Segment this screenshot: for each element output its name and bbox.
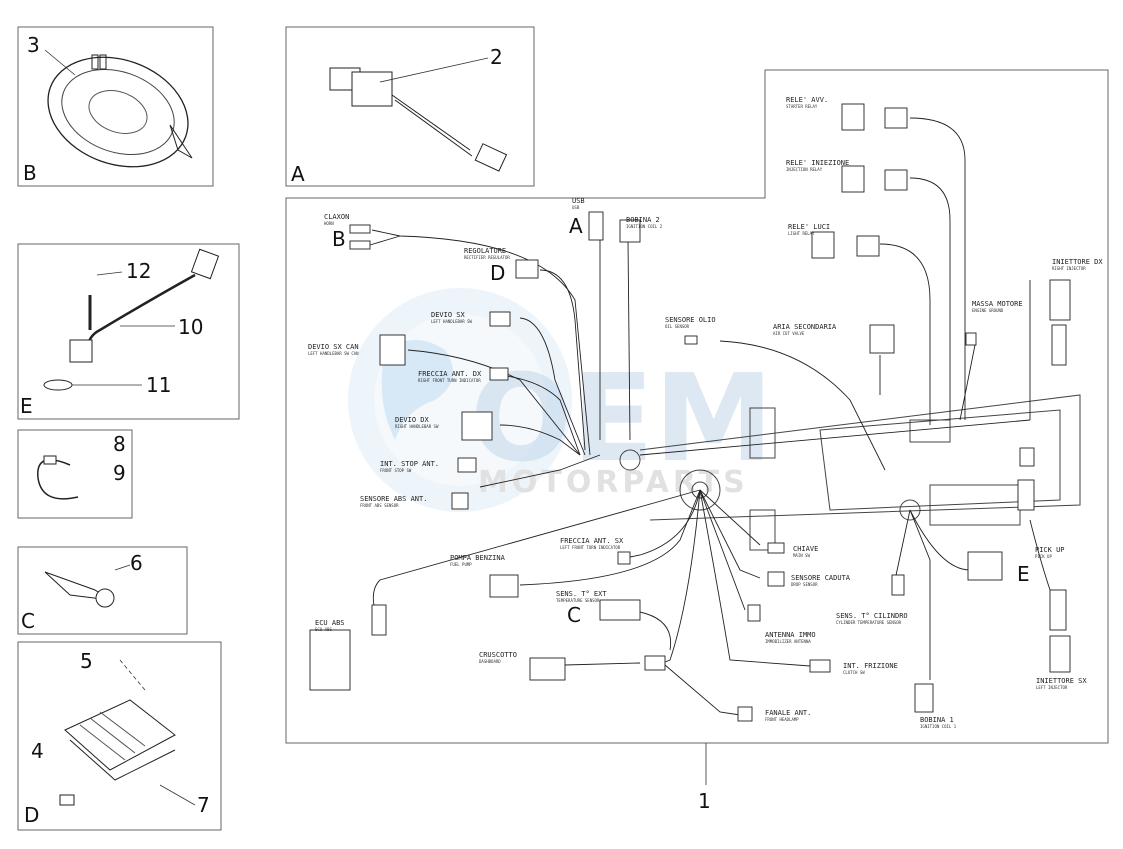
panel-letter-a: A: [291, 162, 305, 186]
label-pompa-benzina: POMPA BENZINA: [450, 554, 506, 562]
sublabel-sensore-caduta: DROP SENSOR: [791, 582, 818, 587]
sublabel-ecu-abs: ECU ABS: [315, 627, 332, 632]
label-pick-up: PICK UP: [1035, 546, 1065, 554]
label-claxon: CLAXON: [324, 213, 349, 221]
label-bobina-2: BOBINA 2: [626, 216, 660, 224]
label-chiave: CHIAVE: [793, 545, 818, 553]
part-number-2: 2: [490, 45, 503, 69]
label-sens-ext: SENS. T° EXT: [556, 590, 607, 598]
label-sensore-abs: SENSORE ABS ANT.: [360, 495, 427, 503]
label-rele-luci: RELE' LUCI: [788, 223, 830, 231]
sublabel-rele-luci: LIGHT RELAY: [788, 231, 815, 236]
label-cruscotto: CRUSCOTTO: [479, 651, 517, 659]
label-iniettore-dx: INIETTORE DX: [1052, 258, 1103, 266]
sublabel-freccia-ant-sx: LEFT FRONT TURN INDICATOR: [560, 545, 621, 550]
connectors: [309, 103, 1071, 722]
sublabel-massa-motore: ENGINE GROUND: [972, 308, 1004, 313]
label-freccia-ant-dx: FRECCIA ANT. DX: [418, 370, 482, 378]
sublabel-sensore-olio: OIL SENSOR: [665, 324, 690, 329]
part-number-7: 7: [197, 793, 210, 817]
label-sens-cilindro: SENS. T° CILINDRO: [836, 612, 908, 620]
sublabel-usb: USB: [572, 205, 580, 210]
watermark-text: MOTORPARTS: [478, 465, 749, 500]
harness-labels: RELE' AVV. STARTER RELAY RELE' INIEZIONE…: [308, 96, 1103, 729]
label-regolatore: REGOLATORE: [464, 247, 506, 255]
label-devio-dx: DEVIO DX: [395, 416, 430, 424]
harness-letter-e: E: [1017, 562, 1030, 586]
harness-letter-b: B: [332, 227, 346, 251]
panel-letter-c: C: [21, 609, 35, 633]
sublabel-int-frizione: CLUTCH SW: [843, 670, 865, 675]
panel-a-usb: 2 A: [285, 26, 535, 187]
label-int-stop: INT. STOP ANT.: [380, 460, 439, 468]
label-antenna-immo: ANTENNA IMMO: [765, 631, 816, 639]
part-number-9: 9: [113, 461, 126, 485]
label-devio-sx: DEVIO SX: [431, 311, 466, 319]
part-number-4: 4: [31, 739, 44, 763]
sublabel-bobina-1: IGNITION COIL 1: [920, 724, 957, 729]
label-devio-sx-can: DEVIO SX CAN: [308, 343, 359, 351]
sublabel-sensore-abs: FRONT ABS SENSOR: [360, 503, 399, 508]
part-number-12: 12: [126, 259, 151, 283]
sublabel-antenna-immo: IMMOBILIZER ANTENNA: [765, 639, 811, 644]
main-harness-frame: 1: [285, 69, 1109, 813]
sublabel-sens-ext: TEMPERATURE SENSOR: [556, 598, 600, 603]
label-rele-avv: RELE' AVV.: [786, 96, 828, 104]
panel-e-pickup: 12 10 11 E: [17, 243, 240, 420]
panel-letter-e: E: [20, 394, 33, 418]
sublabel-rele-iniezione: INJECTION RELAY: [786, 167, 823, 172]
sublabel-fanale-ant: FRONT HEADLAMP: [765, 717, 799, 722]
sublabel-claxon: HORN: [324, 221, 334, 226]
label-freccia-ant-sx: FRECCIA ANT. SX: [560, 537, 624, 545]
harness-letter-d: D: [490, 261, 505, 285]
sublabel-devio-dx: RIGHT HANDLEBAR SW: [395, 424, 439, 429]
label-usb: USB: [572, 197, 585, 205]
sublabel-regolatore: RECTIFIER REGULATOR: [464, 255, 510, 260]
part-number-5: 5: [80, 649, 93, 673]
label-aria-secondaria: ARIA SECONDARIA: [773, 323, 837, 331]
part-number-1: 1: [698, 789, 711, 813]
label-fanale-ant: FANALE ANT.: [765, 709, 811, 717]
panel-letter-d: D: [24, 803, 39, 827]
label-ecu-abs: ECU ABS: [315, 619, 345, 627]
label-bobina-1: BOBINA 1: [920, 716, 954, 724]
label-massa-motore: MASSA MOTORE: [972, 300, 1023, 308]
sublabel-int-stop: FRONT STOP SW: [380, 468, 412, 473]
label-sensore-caduta: SENSORE CADUTA: [791, 574, 851, 582]
harness-letters: B A D E C: [332, 214, 1030, 627]
label-sensore-olio: SENSORE OLIO: [665, 316, 716, 324]
sublabel-cruscotto: DASHBOARD: [479, 659, 501, 664]
harness-letter-c: C: [567, 603, 581, 627]
panel-letter-b: B: [23, 161, 37, 185]
harness-letter-a: A: [569, 214, 583, 238]
sublabel-rele-avv: STARTER RELAY: [786, 104, 818, 109]
sublabel-freccia-ant-dx: RIGHT FRONT TURN INDICATOR: [418, 378, 481, 383]
sublabel-devio-sx-can: LEFT HANDLEBAR SW CAN: [308, 351, 359, 356]
label-iniettore-sx: INIETTORE SX: [1036, 677, 1087, 685]
part-number-10: 10: [178, 315, 203, 339]
label-int-frizione: INT. FRIZIONE: [843, 662, 898, 670]
part-number-6: 6: [130, 551, 143, 575]
sublabel-sens-cilindro: CYLINDER TEMPERATURE SENSOR: [836, 620, 902, 625]
sublabel-iniettore-sx: LEFT INJECTOR: [1036, 685, 1068, 690]
part-number-8: 8: [113, 432, 126, 456]
panel-b-horn: 3 B: [17, 26, 214, 187]
label-rele-iniezione: RELE' INIEZIONE: [786, 159, 849, 167]
panel-d-regulator: 5 4 7 D: [17, 641, 222, 831]
chassis: [619, 394, 1081, 551]
sublabel-chiave: MAIN SW: [793, 553, 810, 558]
sublabel-aria-secondaria: AIR CUT VALVE: [773, 331, 805, 336]
part-number-11: 11: [146, 373, 171, 397]
sublabel-bobina-2: IGNITION COIL 2: [626, 224, 663, 229]
sublabel-pompa-benzina: FUEL PUMP: [450, 562, 472, 567]
panel-c-sensor: 6 C: [17, 546, 188, 635]
sublabel-pick-up: PICK UP: [1035, 554, 1052, 559]
sublabel-iniettore-dx: RIGHT INJECTOR: [1052, 266, 1086, 271]
part-number-3: 3: [27, 33, 40, 57]
panel-clip: 8 9: [17, 429, 133, 519]
sublabel-devio-sx: LEFT HANDLEBAR SW: [431, 319, 473, 324]
